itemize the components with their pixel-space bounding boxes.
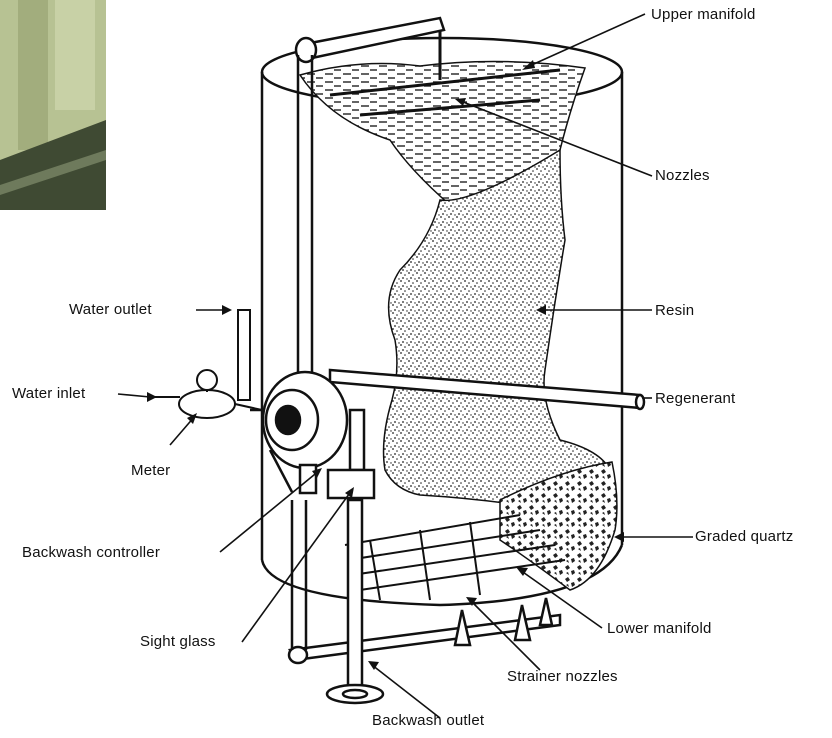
outlet-pipe bbox=[238, 310, 250, 400]
label-meter: Meter bbox=[131, 462, 170, 480]
resin-zone bbox=[384, 150, 610, 505]
label-nozzles: Nozzles bbox=[655, 167, 710, 185]
label-strainer-nozzles: Strainer nozzles bbox=[507, 668, 618, 686]
photo-inset bbox=[0, 0, 106, 210]
label-backwash-outlet: Backwash outlet bbox=[372, 712, 484, 730]
label-water-outlet: Water outlet bbox=[69, 301, 152, 319]
label-resin: Resin bbox=[655, 302, 694, 320]
label-backwash-controller: Backwash controller bbox=[22, 544, 160, 562]
label-upper-manifold: Upper manifold bbox=[651, 6, 756, 24]
label-sight-glass: Sight glass bbox=[140, 633, 216, 651]
label-water-inlet: Water inlet bbox=[12, 385, 85, 403]
label-lower-manifold: Lower manifold bbox=[607, 620, 712, 638]
label-regenerant: Regenerant bbox=[655, 390, 735, 408]
label-graded-quartz: Graded quartz bbox=[695, 528, 794, 546]
